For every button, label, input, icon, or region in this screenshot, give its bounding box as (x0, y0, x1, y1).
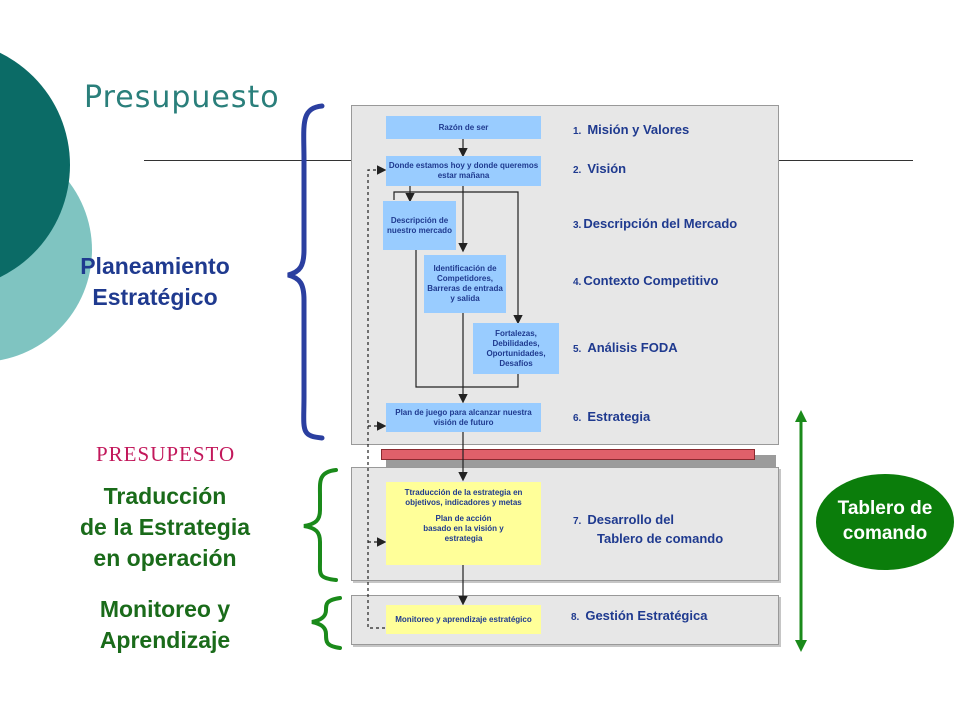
step-1-label: Misión y Valores (587, 122, 690, 137)
label-monitoreo: Monitoreo y Aprendizaje (40, 594, 290, 656)
label-monitoreo-line1: Monitoreo y (99, 596, 231, 622)
step-6: 6. Estrategia (573, 409, 650, 424)
box-plan-accion-text: Plan de acción basado en la visión y est… (423, 514, 504, 543)
step-8-num: 8. (571, 612, 580, 623)
page-title: Presupuesto (84, 80, 280, 115)
box-fortalezas: Fortalezas, Debilidades, Oportunidades, … (473, 323, 559, 374)
box-razon-de-ser: Razón de ser (386, 116, 541, 139)
step-2-num: 2. (573, 165, 582, 176)
step-1: 1. Misión y Valores (573, 122, 689, 137)
label-planeamiento: Planeamiento Estratégico (40, 251, 270, 313)
step-2: 2. Visión (573, 161, 626, 176)
label-traduccion-line2: de la Estrategia (79, 514, 251, 541)
box-identificacion: Identificación de Competidores, Barreras… (424, 255, 506, 313)
flow-descripcion-down (415, 250, 463, 388)
step-2-label: Visión (587, 161, 627, 176)
brace-planeamiento (287, 103, 325, 441)
box-traduccion: Ttraducción de la estrategia en objetivo… (386, 482, 541, 565)
step-7-cont: Tablero de comando (597, 531, 723, 546)
step-7-label: Desarrollo del (587, 512, 675, 527)
tablero-oval: Tablero de comando (816, 474, 954, 570)
step-6-label: Estrategia (587, 409, 651, 424)
tablero-line1: Tablero de (837, 498, 933, 520)
label-planeamiento-line2: Estratégico (92, 284, 218, 311)
step-3-label: Descripción del Mercado (583, 216, 738, 231)
tablero-arrow-top (795, 410, 807, 422)
step-7-num: 7. (573, 516, 582, 527)
flow-branch-left (393, 191, 463, 200)
box-donde-estamos: Donde estamos hoy y donde queremos estar… (386, 156, 541, 186)
flow-branch-fortalezas (463, 191, 523, 325)
step-5: 5. Análisis FODA (573, 340, 678, 355)
step-4-num: 4. (573, 277, 582, 288)
flow-fortalezas-down (463, 374, 519, 388)
box-descripcion-mercado: Descripción de nuestro mercado (383, 201, 456, 250)
box-monitoreo: Monitoreo y aprendizaje estratégico (386, 605, 541, 634)
label-traduccion: Traducción de la Estrategia en operación (40, 481, 290, 574)
label-planeamiento-line1: Planeamiento (80, 253, 230, 279)
step-7: 7. Desarrollo del (573, 512, 674, 527)
step-7-label-2: Tablero de comando (597, 531, 724, 546)
tablero-arrow-bottom (795, 640, 807, 652)
step-4-label: Contexto Competitivo (583, 273, 719, 288)
label-traduccion-line1: Traducción (103, 483, 227, 509)
brace-monitoreo (311, 596, 342, 650)
box-plan-de-juego: Plan de juego para alcanzar nuestra visi… (386, 403, 541, 432)
step-5-num: 5. (573, 344, 582, 355)
red-bar (381, 449, 755, 460)
tablero-line2: comando (842, 523, 928, 544)
step-3: 3.Descripción del Mercado (573, 216, 737, 231)
step-5-label: Análisis FODA (587, 340, 678, 355)
divider-line-right (777, 160, 913, 161)
step-1-num: 1. (573, 126, 582, 137)
step-3-num: 3. (573, 220, 582, 231)
brace-traduccion (303, 468, 338, 582)
step-8: 8. Gestión Estratégica (571, 608, 707, 623)
label-traduccion-line3: en operación (93, 545, 237, 572)
box-traduccion-text: Ttraducción de la estrategia en objetivo… (404, 488, 523, 507)
step-4: 4.Contexto Competitivo (573, 273, 718, 288)
divider-line-left (144, 160, 352, 161)
teal-dark-circle (0, 52, 70, 278)
label-presupesto: PRESUPESTO (96, 442, 236, 466)
step-8-label: Gestión Estratégica (585, 608, 708, 623)
feedback-loop-vision (367, 165, 387, 629)
step-6-num: 6. (573, 413, 582, 424)
label-monitoreo-line2: Aprendizaje (99, 627, 231, 654)
